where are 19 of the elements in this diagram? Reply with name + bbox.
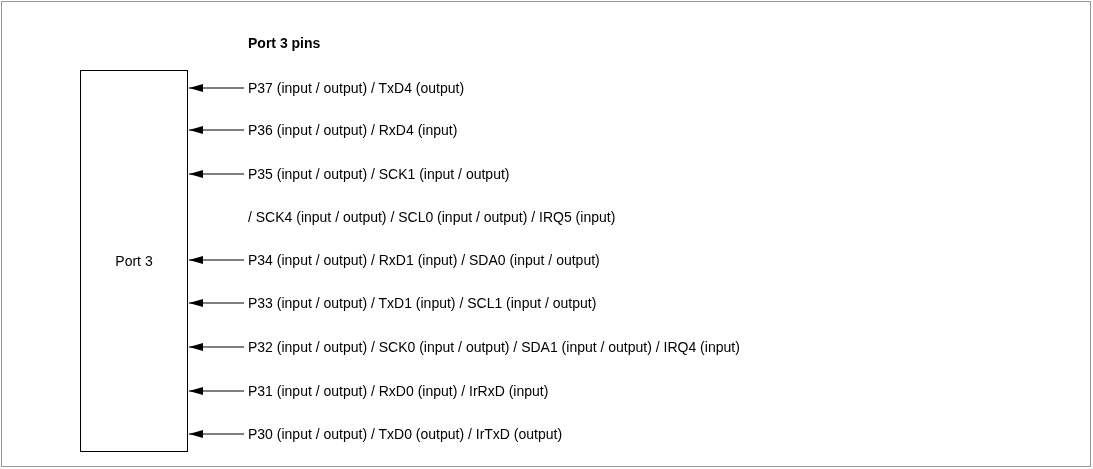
pin-label: P37 (input / output) / TxD4 (output): [248, 79, 465, 97]
title: Port 3 pins: [248, 35, 321, 51]
arrow: [188, 387, 245, 395]
pin-label: P36 (input / output) / RxD4 (input): [248, 121, 458, 139]
arrow: [188, 84, 245, 92]
arrow: [188, 126, 245, 134]
arrow: [188, 299, 245, 307]
arrow: [188, 170, 245, 178]
port-box: Port 3: [80, 70, 188, 452]
pin-label: P34 (input / output) / RxD1 (input) / SDA0 (input / output): [248, 251, 600, 269]
pin-label: / SCK4 (input / output) / SCL0 (input / output) / IRQ5 (input): [248, 208, 616, 226]
arrow: [188, 430, 245, 438]
arrow: [188, 343, 245, 351]
pin-label: P31 (input / output) / RxD0 (input) / IrRxD (input): [248, 382, 549, 400]
pin-label: P35 (input / output) / SCK1 (input / output): [248, 165, 511, 183]
pin-label: P32 (input / output) / SCK0 (input / output) / SDA1 (input / output) / IRQ4 (input): [248, 338, 740, 356]
pin-label: P33 (input / output) / TxD1 (input) / SCL1 (input / output): [248, 294, 597, 312]
arrow: [188, 256, 245, 264]
pin-label: P30 (input / output) / TxD0 (output) / IrTxD (output): [248, 425, 563, 443]
